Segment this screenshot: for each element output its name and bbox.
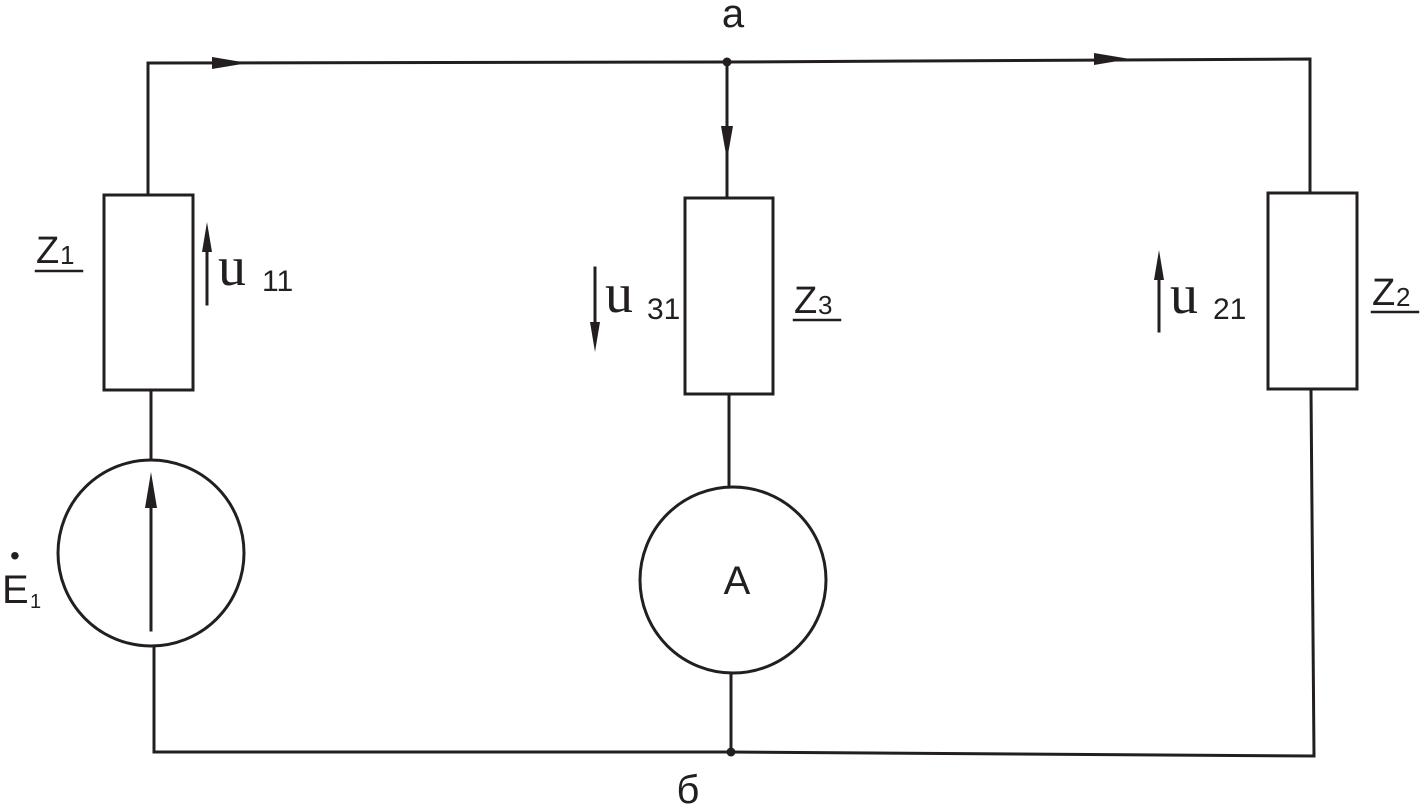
node-label-a: a [722, 0, 745, 36]
label-e1: • E 1 [2, 540, 41, 613]
wire-left-top [146, 60, 729, 197]
label-z2: Z 2 [1370, 272, 1420, 314]
voltage-arrow-u11 [202, 222, 212, 306]
label-e1-letter: E [2, 568, 29, 612]
label-u21: u 21 [1170, 264, 1246, 326]
impedance-z1 [102, 193, 195, 392]
label-z2-index: 2 [1396, 282, 1410, 312]
label-z3: Z 3 [792, 280, 842, 322]
current-arrow-top-left [212, 57, 248, 69]
voltage-arrow-u31 [590, 266, 600, 352]
label-u11: u 11 [218, 236, 293, 298]
label-z1-index: 1 [60, 240, 74, 270]
current-arrow-top-right [1094, 53, 1130, 65]
current-arrow-middle [721, 126, 733, 160]
wire-left-bottom [152, 644, 732, 754]
label-z3-letter: Z [794, 280, 817, 322]
node-label-b: б [677, 768, 700, 810]
label-z1-letter: Z [36, 230, 59, 272]
ammeter-label: A [724, 559, 751, 603]
label-z1: Z 1 [34, 230, 84, 273]
label-u21-index: 21 [1213, 293, 1246, 326]
label-z2-letter: Z [1372, 272, 1395, 314]
label-u11-letter: u [218, 236, 246, 298]
wire-right-bottom [728, 388, 1316, 758]
label-u31-letter: u [605, 263, 633, 325]
impedance-z3 [683, 196, 775, 396]
voltage-arrow-u31-head [590, 322, 600, 352]
label-u21-letter: u [1170, 264, 1198, 326]
label-e1-index: 1 [30, 591, 41, 613]
wire-top-right [725, 57, 1312, 195]
junction-node-a [722, 57, 732, 67]
voltage-arrow-u21 [1154, 250, 1164, 333]
ammeter-circle [638, 485, 828, 675]
voltage-arrow-u11-head [202, 222, 212, 252]
label-u31-index: 31 [647, 293, 680, 326]
voltage-arrow-u21-head [1154, 250, 1164, 280]
label-u11-index: 11 [262, 265, 293, 298]
junction-node-b [726, 747, 736, 757]
emf-source-arrowhead [145, 472, 157, 508]
label-u31: u 31 [605, 263, 680, 326]
impedance-z2 [1266, 191, 1359, 391]
label-z3-index: 3 [818, 290, 832, 320]
label-e1-dot: • [10, 540, 20, 571]
